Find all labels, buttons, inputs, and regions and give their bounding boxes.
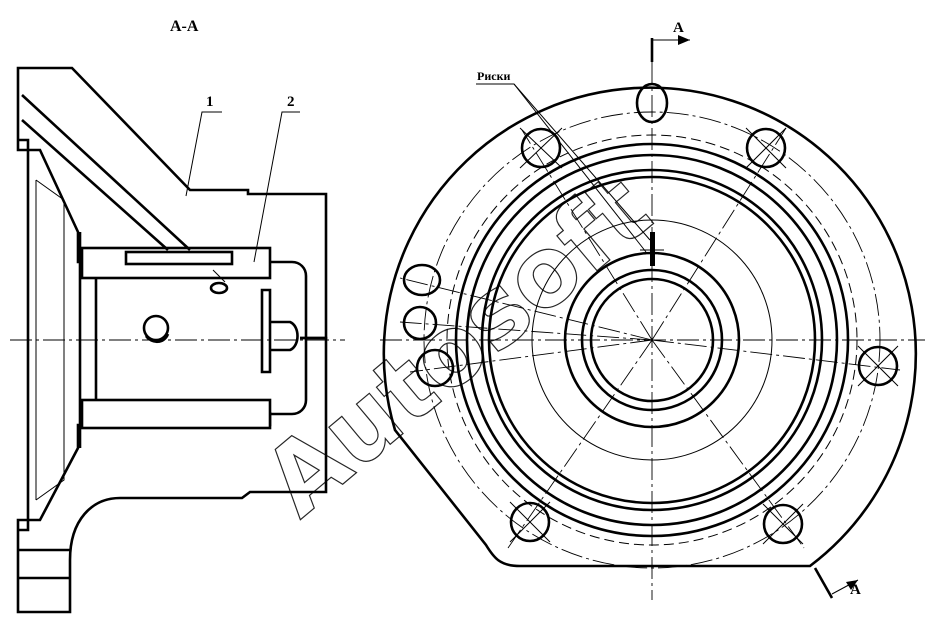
section-view [10,66,345,614]
bolt-hole [402,305,438,341]
bolt-hole [762,503,804,545]
housing-section-lower [16,336,328,614]
marks-label: Риски [477,69,510,83]
bolt-hole [402,263,442,297]
section-mark-bottom: А [850,582,861,598]
flange-outline [382,86,918,568]
bolt-hole [520,127,562,169]
bolt-hole [745,127,787,169]
section-title: А-А [170,18,199,35]
part-label-1: 1 [206,94,214,110]
bolt-hole [509,501,551,543]
section-mark-top: А [673,20,684,36]
front-view [380,35,925,600]
bolt-hole [857,345,899,387]
bolt-hole [415,348,455,388]
part-label-2: 2 [287,94,295,110]
